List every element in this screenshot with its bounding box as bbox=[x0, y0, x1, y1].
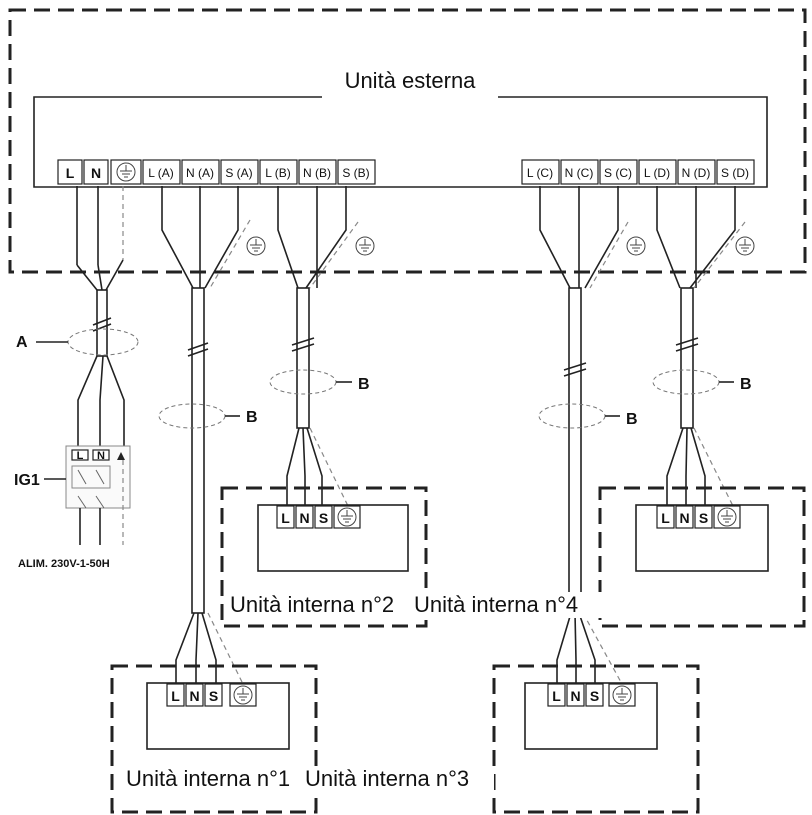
outdoor-unit-boundary bbox=[8, 8, 807, 274]
ground-symbol-icon bbox=[355, 236, 375, 256]
terminal-s-d: S (D) bbox=[721, 166, 749, 180]
terminal-n: N bbox=[91, 165, 101, 181]
indoor-unit-3: L N S bbox=[492, 664, 700, 814]
supply-label: ALIM. 230V-1-50H bbox=[18, 558, 110, 570]
terminal-s-c: S (C) bbox=[604, 166, 632, 180]
terminal-s-b: S (B) bbox=[342, 166, 369, 180]
breaker-label: IG1 bbox=[14, 472, 40, 489]
indoor-unit-3-label: Unità interna n°3 bbox=[305, 766, 469, 791]
indoor-unit-1-label: Unità interna n°1 bbox=[126, 766, 290, 791]
ground-symbol-icon bbox=[626, 236, 646, 256]
ground-symbol-icon bbox=[735, 236, 755, 256]
indoor4-terminal-l: L bbox=[661, 510, 670, 526]
terminal-n-d: N (D) bbox=[682, 166, 711, 180]
breaker-n-label: N bbox=[97, 450, 105, 462]
cable-unit-2: B bbox=[269, 186, 375, 507]
indoor2-terminal-s: S bbox=[319, 510, 328, 526]
indoor-unit-2-label: Unità interna n°2 bbox=[230, 592, 394, 617]
cable-a-label: A bbox=[16, 334, 28, 351]
cable-b-label-1: B bbox=[246, 409, 258, 426]
breaker-ig1: L N IG1 ALIM. 230V-1-50H bbox=[14, 445, 131, 570]
cable-unit-4: B bbox=[652, 186, 755, 507]
indoor3-terminal-n: N bbox=[570, 688, 580, 704]
breaker-l-label: L bbox=[77, 450, 84, 462]
indoor3-terminal-l: L bbox=[552, 688, 561, 704]
terminal-n-a: N (A) bbox=[186, 166, 214, 180]
ground-symbol-icon bbox=[337, 507, 357, 527]
indoor2-terminal-n: N bbox=[299, 510, 309, 526]
terminal-s-a: S (A) bbox=[225, 166, 252, 180]
cable-b-label-4: B bbox=[740, 376, 752, 393]
indoor-unit-4: L N S bbox=[598, 486, 806, 628]
ground-symbol-icon bbox=[612, 685, 632, 705]
terminal-l-a: L (A) bbox=[148, 166, 174, 180]
terminal-l-d: L (D) bbox=[644, 166, 670, 180]
indoor3-terminal-s: S bbox=[590, 688, 599, 704]
indoor4-terminal-s: S bbox=[699, 510, 708, 526]
upper-caption-bg bbox=[228, 592, 612, 618]
power-cable: A bbox=[16, 186, 139, 448]
terminal-n-b: N (B) bbox=[303, 166, 331, 180]
cable-b-label-3: B bbox=[626, 411, 638, 428]
ground-symbol-icon bbox=[116, 162, 136, 182]
terminal-l-c: L (C) bbox=[527, 166, 553, 180]
indoor2-terminal-l: L bbox=[281, 510, 290, 526]
indoor-unit-2: L N S bbox=[220, 486, 428, 628]
outdoor-terminal-block-left: L N L (A) N (A) S (A) L (B) N (B) S (B) bbox=[57, 159, 376, 185]
indoor-unit-4-label: Unità interna n°4 bbox=[414, 592, 578, 617]
terminal-l-b: L (B) bbox=[265, 166, 291, 180]
indoor1-terminal-n: N bbox=[189, 688, 199, 704]
outdoor-unit-panel bbox=[33, 96, 768, 188]
indoor1-terminal-l: L bbox=[171, 688, 180, 704]
indoor1-terminal-s: S bbox=[209, 688, 218, 704]
lower-caption-bg bbox=[124, 766, 494, 792]
ground-symbol-icon bbox=[233, 685, 253, 705]
outdoor-unit-title: Unità esterna bbox=[345, 68, 477, 93]
ground-symbol-icon bbox=[717, 507, 737, 527]
cable-unit-1: B bbox=[158, 186, 266, 685]
indoor-unit-1: L N S bbox=[110, 664, 318, 814]
cable-b-label-2: B bbox=[358, 376, 370, 393]
outdoor-terminal-block-right: L (C) N (C) S (C) L (D) N (D) S (D) bbox=[521, 159, 755, 185]
terminal-l: L bbox=[66, 165, 75, 181]
terminal-n-c: N (C) bbox=[565, 166, 594, 180]
ground-symbol-icon bbox=[246, 236, 266, 256]
indoor4-terminal-n: N bbox=[679, 510, 689, 526]
